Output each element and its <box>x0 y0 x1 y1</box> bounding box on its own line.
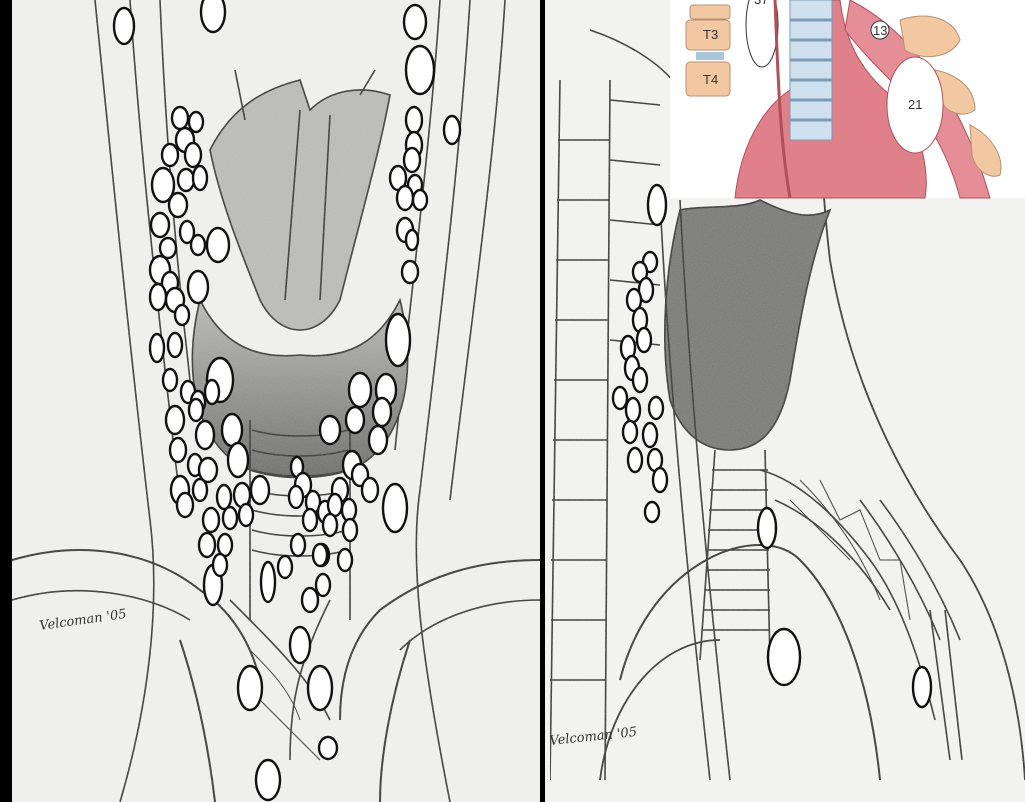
lymph-node-120 <box>913 667 931 707</box>
lymph-node-70 <box>319 737 337 759</box>
lymph-node-48 <box>203 508 219 532</box>
lymph-node-55 <box>261 562 275 602</box>
lymph-node-113 <box>643 423 657 447</box>
lymph-node-27 <box>150 334 164 362</box>
anatomy-inset: T3 T4 37 13 21 <box>670 0 1025 198</box>
label-37: 37 <box>754 0 768 7</box>
lymph-node-65 <box>302 588 318 612</box>
lymph-node-23 <box>150 284 166 310</box>
lymph-node-79 <box>406 230 418 250</box>
lymph-node-77 <box>413 190 427 210</box>
lymph-node-54 <box>213 554 227 576</box>
lymph-node-76 <box>397 186 413 210</box>
left-panel: Velcoman '05 <box>12 0 540 802</box>
vertebral-disc <box>696 52 724 60</box>
label-t3: T3 <box>703 27 718 42</box>
lymph-node-60 <box>303 509 317 531</box>
lymph-node-34 <box>166 406 184 434</box>
lymph-node-49 <box>223 507 237 529</box>
lymph-node-26 <box>175 305 189 325</box>
lymph-node-92 <box>328 494 342 516</box>
lymph-node-108 <box>613 387 627 409</box>
lymph-node-51 <box>199 533 215 557</box>
lymph-node-10 <box>162 144 178 166</box>
lymph-node-6 <box>444 116 460 144</box>
lymph-node-93 <box>342 499 356 521</box>
lymph-node-71 <box>256 760 280 800</box>
lymph-node-2 <box>201 0 225 32</box>
lymph-node-37 <box>196 421 214 449</box>
lymph-node-119 <box>768 629 800 685</box>
lymph-node-35 <box>189 399 203 421</box>
lymph-node-28 <box>168 333 182 357</box>
label-13: 13 <box>873 23 887 38</box>
lymph-node-90 <box>362 478 378 502</box>
lymph-node-83 <box>349 373 371 407</box>
lymph-node-94 <box>383 484 407 532</box>
lymph-node-25 <box>188 271 208 303</box>
label-21: 21 <box>908 97 922 112</box>
lymph-node-15 <box>169 193 187 217</box>
lymph-node-116 <box>653 468 667 492</box>
lymph-node-73 <box>404 148 420 172</box>
lymph-node-43 <box>193 479 207 501</box>
lymph-node-45 <box>177 493 193 517</box>
lymph-node-69 <box>308 666 332 710</box>
lymph-node-8 <box>189 112 203 132</box>
lymph-node-66 <box>316 574 330 596</box>
lymph-node-19 <box>160 238 176 258</box>
lymph-node-67 <box>290 627 310 663</box>
lymph-node-98 <box>313 544 327 566</box>
lymph-node-80 <box>402 261 418 283</box>
lymph-node-95 <box>323 514 337 536</box>
lymph-node-111 <box>649 397 663 419</box>
lymph-node-110 <box>626 398 640 422</box>
lymph-node-38 <box>170 438 186 462</box>
lymph-node-109 <box>633 368 647 392</box>
lymph-node-11 <box>185 143 201 167</box>
lymph-node-114 <box>628 448 642 472</box>
lymph-node-58 <box>289 486 303 508</box>
lymph-node-97 <box>338 549 352 571</box>
lymph-node-68 <box>238 666 262 710</box>
lymph-node-86 <box>369 426 387 454</box>
lymph-node-84 <box>373 398 391 426</box>
lymph-node-30 <box>163 369 177 391</box>
vertebra-block <box>690 5 730 19</box>
lymph-node-96 <box>343 519 357 541</box>
lymph-node-106 <box>637 328 651 352</box>
lymph-node-1 <box>114 8 134 44</box>
lymph-node-7 <box>172 107 188 129</box>
lymph-node-52 <box>218 534 232 556</box>
lymph-node-39 <box>228 443 248 477</box>
lymph-node-118 <box>758 508 776 548</box>
lymph-node-3 <box>404 5 426 39</box>
lymph-node-16 <box>151 213 169 237</box>
lymph-node-14 <box>193 166 207 190</box>
lymph-node-62 <box>291 534 305 556</box>
lymph-node-50 <box>239 504 253 526</box>
lymph-node-4 <box>406 46 434 94</box>
lymph-node-117 <box>645 502 659 522</box>
lymph-node-112 <box>623 421 637 443</box>
lymph-node-5 <box>406 107 422 133</box>
lymph-node-85 <box>346 407 364 433</box>
lymph-node-87 <box>320 416 340 444</box>
lymph-node-99 <box>648 185 666 225</box>
lymph-node-47 <box>251 476 269 504</box>
lymph-node-81 <box>386 314 410 366</box>
lymph-node-13 <box>178 169 194 191</box>
lymph-node-18 <box>207 228 229 262</box>
label-t4: T4 <box>703 72 718 87</box>
lymph-node-63 <box>278 556 292 578</box>
lymph-node-44 <box>217 485 231 509</box>
lymph-node-33 <box>205 380 219 404</box>
lymph-node-20 <box>191 235 205 255</box>
lymph-node-36 <box>222 414 242 446</box>
